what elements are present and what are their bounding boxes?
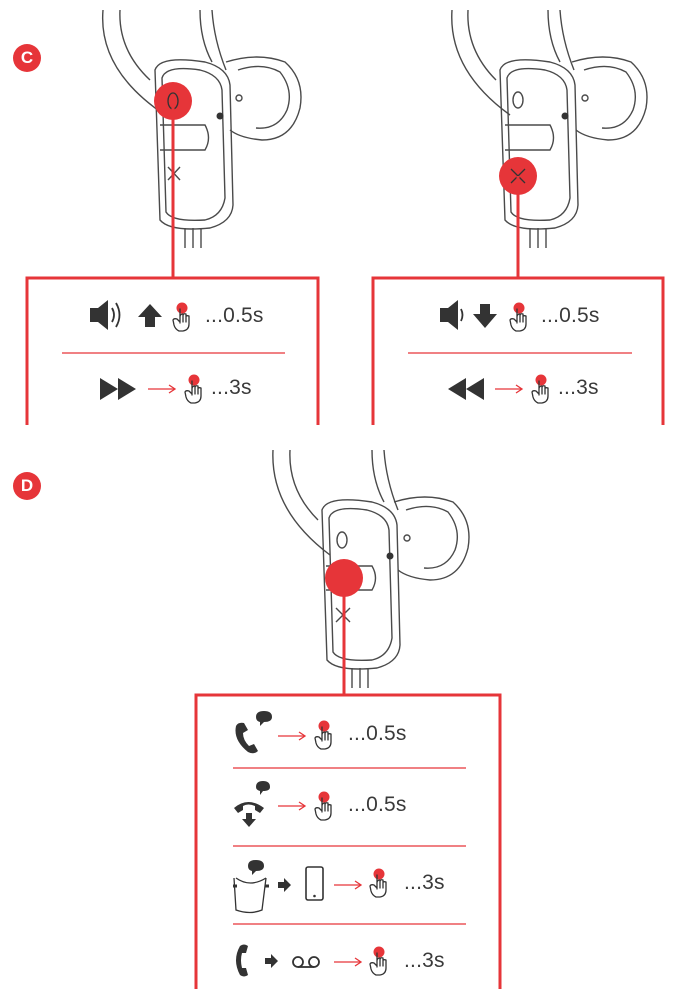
timing-transfer-call: ...3s [404, 871, 445, 894]
finger-press-icon [509, 301, 527, 332]
earbud-left-top [101, 9, 302, 248]
timing-volume-down-short: ...0.5s [541, 304, 600, 327]
finger-press-icon [369, 945, 387, 976]
black-arrow-icon [265, 954, 278, 968]
phone-hangup-icon [234, 781, 270, 827]
fast-forward-icon [100, 378, 136, 400]
finger-press-icon [172, 301, 190, 332]
black-arrow-icon [278, 878, 291, 892]
section-badge-d: D [13, 472, 41, 500]
section-badge-c: C [13, 44, 41, 72]
timing-voicemail: ...3s [404, 949, 445, 972]
arrow-down-icon [473, 304, 497, 328]
finger-press-icon [314, 790, 332, 821]
timing-volume-up-long: ...3s [211, 376, 252, 399]
rewind-icon [448, 378, 484, 400]
finger-press-icon [184, 373, 202, 404]
speaker-quiet-icon [440, 300, 464, 330]
finger-press-icon [314, 719, 332, 750]
finger-press-icon [531, 373, 549, 404]
speaker-loud-icon [90, 300, 121, 330]
red-arrow-icon [494, 384, 523, 394]
voicemail-icon [292, 956, 320, 968]
arrow-up-icon [138, 304, 162, 327]
red-arrow-icon [333, 957, 362, 967]
panel-volume-down-frame [371, 276, 665, 425]
red-arrow-icon [277, 731, 306, 741]
panel-volume-up-frame [25, 276, 320, 425]
phone-handset-icon [236, 944, 248, 977]
timing-answer-call: ...0.5s [348, 722, 407, 745]
red-arrow-icon [147, 384, 176, 394]
red-arrow-icon [277, 801, 306, 811]
earbud-right-top [451, 9, 648, 248]
earbud-center [272, 449, 470, 688]
timing-end-call: ...0.5s [348, 793, 407, 816]
red-arrow-icon [333, 880, 362, 890]
timing-volume-down-long: ...3s [558, 376, 599, 399]
phone-incoming-icon [235, 711, 272, 754]
headset-call-icon [233, 860, 269, 914]
finger-press-icon [369, 867, 387, 898]
smartphone-icon [305, 866, 324, 901]
timing-volume-up-short: ...0.5s [205, 304, 264, 327]
panel-multifunction-frame [194, 693, 502, 989]
